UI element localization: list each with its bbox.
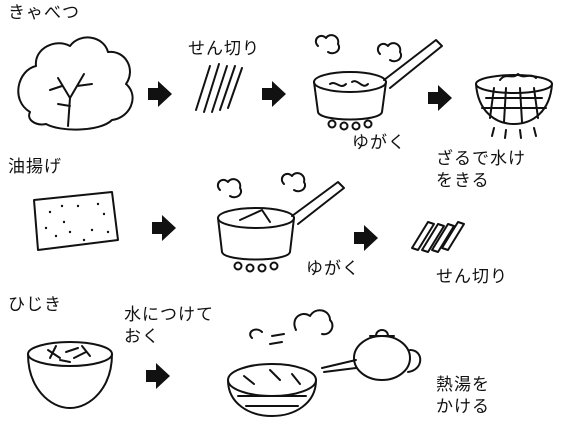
step-label-boil-1: ゆがく bbox=[352, 133, 406, 153]
arrow-4 bbox=[152, 215, 176, 241]
shredded-cabbage-illustration bbox=[195, 63, 243, 113]
hijiki-bowl-illustration bbox=[27, 341, 113, 409]
arrow-6 bbox=[146, 363, 170, 389]
shredded-tofu-illustration bbox=[411, 221, 465, 253]
arrow-2 bbox=[262, 81, 286, 107]
step-label-soak: 水につけて おく bbox=[124, 305, 214, 347]
arrow-1 bbox=[148, 81, 172, 107]
arrow-3 bbox=[428, 85, 452, 111]
ingredient-label-hijiki: ひじき bbox=[8, 295, 62, 315]
step-label-drain: ざるで水け をきる bbox=[436, 149, 526, 191]
boiling-pan-illustration-1 bbox=[313, 34, 443, 131]
arrow-5 bbox=[354, 225, 378, 251]
step-label-shred-2: せん切り bbox=[436, 267, 508, 287]
draining-bowl-illustration bbox=[475, 73, 553, 139]
step-label-pour-water: 熱湯を かける bbox=[436, 375, 490, 417]
pouring-hot-water-illustration bbox=[227, 309, 422, 417]
fried-tofu-illustration bbox=[33, 191, 119, 251]
step-label-boil-2: ゆがく bbox=[306, 259, 360, 279]
step-label-shred-1: せん切り bbox=[188, 39, 260, 59]
cabbage-illustration bbox=[17, 36, 134, 131]
ingredient-label-fried-tofu: 油揚げ bbox=[8, 157, 62, 177]
ingredient-label-cabbage: きゃべつ bbox=[8, 3, 80, 23]
boiling-pan-illustration-2 bbox=[216, 172, 345, 273]
